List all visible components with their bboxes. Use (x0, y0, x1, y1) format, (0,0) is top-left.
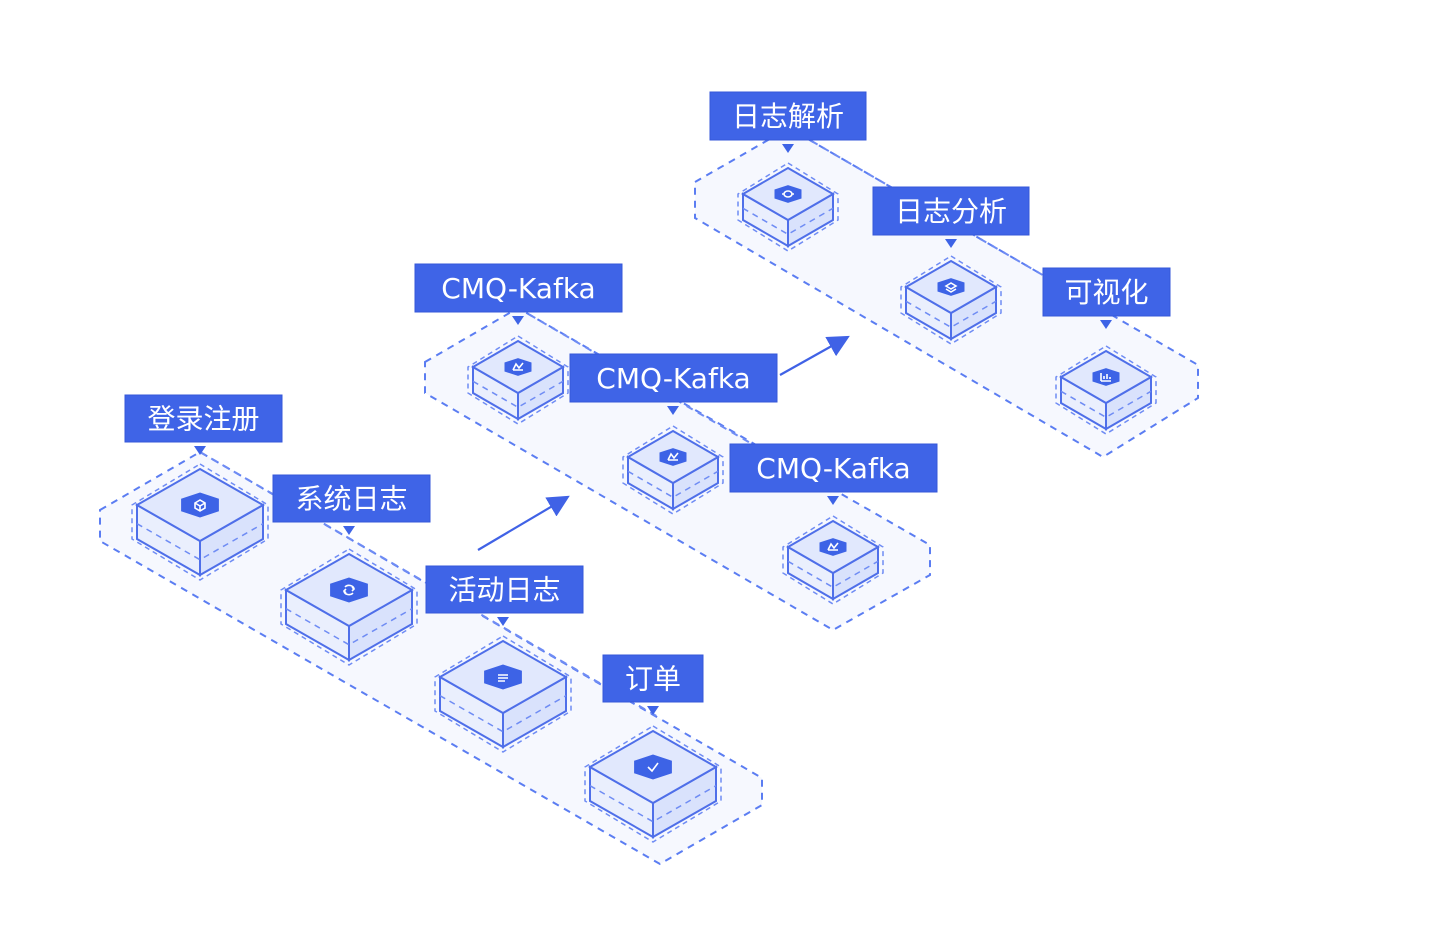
stack-badge-icon (937, 278, 965, 296)
box-dashed-outline (280, 548, 418, 666)
node-label-text: CMQ-Kafka (596, 362, 750, 395)
flow-arrow-queue-to-analysis (779, 335, 850, 376)
box-midline (589, 785, 717, 823)
label-kafka1: CMQ-Kafka (414, 263, 623, 325)
label-activity: 活动日志 (425, 565, 584, 626)
label-box (1042, 267, 1171, 317)
node-label-text: CMQ-Kafka (441, 272, 595, 305)
check-badge-icon (634, 754, 672, 780)
label-analyze: 日志分析 (872, 186, 1030, 248)
node-label-text: 系统日志 (295, 483, 407, 516)
label-visual: 可视化 (1042, 267, 1171, 329)
label-order: 订单 (602, 654, 704, 715)
label-pointer-icon (194, 446, 206, 455)
box-dashed-outline (622, 425, 724, 515)
box-dashed-outline (131, 463, 269, 581)
lane-dashed-platform (99, 450, 763, 866)
box-midline (136, 523, 264, 561)
label-box (124, 394, 283, 443)
box-dashed-outline (434, 635, 572, 753)
list-badge-icon (484, 664, 522, 690)
nodes-layer: 登录注册系统日志活动日志订单CMQ-KafkaCMQ-KafkaCMQ-Kafk… (124, 91, 1171, 843)
label-box (709, 91, 867, 141)
queue-badge-icon (819, 538, 847, 556)
node-label-text: 日志分析 (895, 195, 1007, 228)
label-parse: 日志解析 (709, 91, 867, 153)
node-box-syslog (280, 548, 418, 666)
label-kafka3: CMQ-Kafka (729, 443, 938, 505)
label-kafka2: CMQ-Kafka (569, 353, 778, 415)
label-pointer-icon (343, 526, 355, 535)
label-box (425, 565, 584, 614)
label-pointer-icon (512, 316, 524, 325)
label-syslog: 系统日志 (272, 474, 431, 535)
node-box-analyze (900, 255, 1002, 345)
label-box (569, 353, 778, 403)
queue-badge-icon (659, 448, 687, 466)
flow-arrow-sources-to-queue (477, 495, 570, 551)
label-box (272, 474, 431, 523)
box-midline (439, 695, 567, 733)
node-box-kafka3 (782, 515, 884, 605)
node-label-text: 活动日志 (448, 574, 560, 607)
label-box (602, 654, 704, 703)
node-box-login (131, 463, 269, 581)
label-box (729, 443, 938, 493)
node-box-order (584, 725, 722, 843)
gear-badge-icon (774, 185, 802, 203)
cube-badge-icon (181, 492, 219, 518)
chart-badge-icon (1092, 368, 1120, 386)
node-label-text: 日志解析 (732, 100, 844, 133)
label-pointer-icon (497, 617, 509, 626)
node-boxes (131, 162, 1157, 843)
box-dashed-outline (737, 162, 839, 252)
label-box (414, 263, 623, 313)
box-dashed-outline (584, 725, 722, 843)
queue-badge-icon (504, 358, 532, 376)
node-label-text: CMQ-Kafka (756, 452, 910, 485)
label-pointer-icon (827, 496, 839, 505)
label-login: 登录注册 (124, 394, 283, 455)
node-box-activity (434, 635, 572, 753)
label-box (872, 186, 1030, 236)
flows-layer (477, 335, 850, 551)
node-box-parse (737, 162, 839, 252)
cycle-badge-icon (330, 577, 368, 603)
label-pointer-icon (667, 406, 679, 415)
node-label-text: 登录注册 (147, 403, 259, 436)
node-box-kafka2 (622, 425, 724, 515)
box-dashed-outline (1055, 345, 1157, 435)
node-label-text: 订单 (625, 663, 681, 696)
box-dashed-outline (900, 255, 1002, 345)
label-pointer-icon (1100, 320, 1112, 329)
node-box-kafka1 (467, 335, 569, 425)
label-pointer-icon (782, 144, 794, 153)
node-labels: 登录注册系统日志活动日志订单CMQ-KafkaCMQ-KafkaCMQ-Kafk… (124, 91, 1171, 715)
box-midline (285, 608, 413, 646)
box-dashed-outline (782, 515, 884, 605)
node-label-text: 可视化 (1064, 276, 1148, 309)
node-box-visual (1055, 345, 1157, 435)
box-dashed-outline (467, 335, 569, 425)
label-pointer-icon (647, 706, 659, 715)
label-pointer-icon (945, 239, 957, 248)
